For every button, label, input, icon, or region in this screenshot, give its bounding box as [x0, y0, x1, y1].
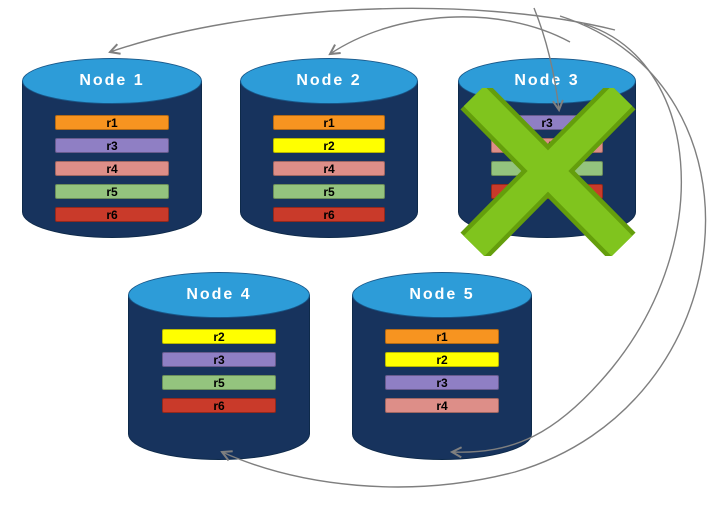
node-4-row-r2: r2	[161, 329, 277, 344]
node-1: Node 1 r1 r3 r4 r5 r6	[22, 58, 202, 238]
node-5-title: Node 5	[409, 286, 475, 303]
node-2-cylinder-top: Node 2	[240, 58, 418, 104]
node-4-row-r5: r5	[161, 375, 277, 390]
node-3-row-r5: r5	[490, 161, 604, 176]
node-3-row-r4: r4	[490, 138, 604, 153]
node-3-rows: r3 r4 r5 r6	[458, 115, 636, 199]
node-5-row-r1: r1	[385, 329, 499, 344]
node-4-row-r3: r3	[161, 352, 277, 367]
node-4-row-r6: r6	[161, 398, 277, 413]
node-5-cylinder-top: Node 5	[352, 272, 532, 318]
node-2-row-r5: r5	[272, 184, 386, 199]
node-4: Node 4 r2 r3 r5 r6	[128, 272, 310, 460]
node-1-row-r3: r3	[55, 138, 169, 153]
node-2-row-r6: r6	[272, 207, 386, 222]
node-5: Node 5 r1 r2 r3 r4	[352, 272, 532, 460]
node-1-cylinder-top: Node 1	[22, 58, 202, 104]
node-5-row-r3: r3	[385, 375, 499, 390]
node-2-rows: r1 r2 r4 r5 r6	[240, 115, 418, 222]
node-2-row-r4: r4	[272, 161, 386, 176]
node-1-row-r4: r4	[55, 161, 169, 176]
node-4-title: Node 4	[186, 286, 252, 303]
node-4-rows: r2 r3 r5 r6	[128, 329, 310, 413]
node-3: Node 3 r3 r4 r5 r6	[458, 58, 636, 238]
node-5-rows: r1 r2 r3 r4	[352, 329, 532, 413]
node-3-row-r3: r3	[490, 115, 604, 130]
node-4-cylinder-top: Node 4	[128, 272, 310, 318]
node-2: Node 2 r1 r2 r4 r5 r6	[240, 58, 418, 238]
node-1-rows: r1 r3 r4 r5 r6	[22, 115, 202, 222]
arrow-to-node-1	[110, 7, 616, 52]
node-5-row-r2: r2	[385, 352, 499, 367]
node-2-row-r1: r1	[272, 115, 386, 130]
node-1-row-r1: r1	[55, 115, 169, 130]
node-2-row-r2: r2	[272, 138, 386, 153]
node-1-row-r6: r6	[55, 207, 169, 222]
arrow-to-node-2	[330, 16, 571, 54]
node-2-title: Node 2	[296, 72, 362, 89]
node-1-row-r5: r5	[55, 184, 169, 199]
node-1-title: Node 1	[79, 72, 145, 89]
node-3-title: Node 3	[514, 72, 580, 89]
node-3-cylinder-top: Node 3	[458, 58, 636, 104]
node-5-row-r4: r4	[385, 398, 499, 413]
node-3-row-r6: r6	[490, 184, 604, 199]
